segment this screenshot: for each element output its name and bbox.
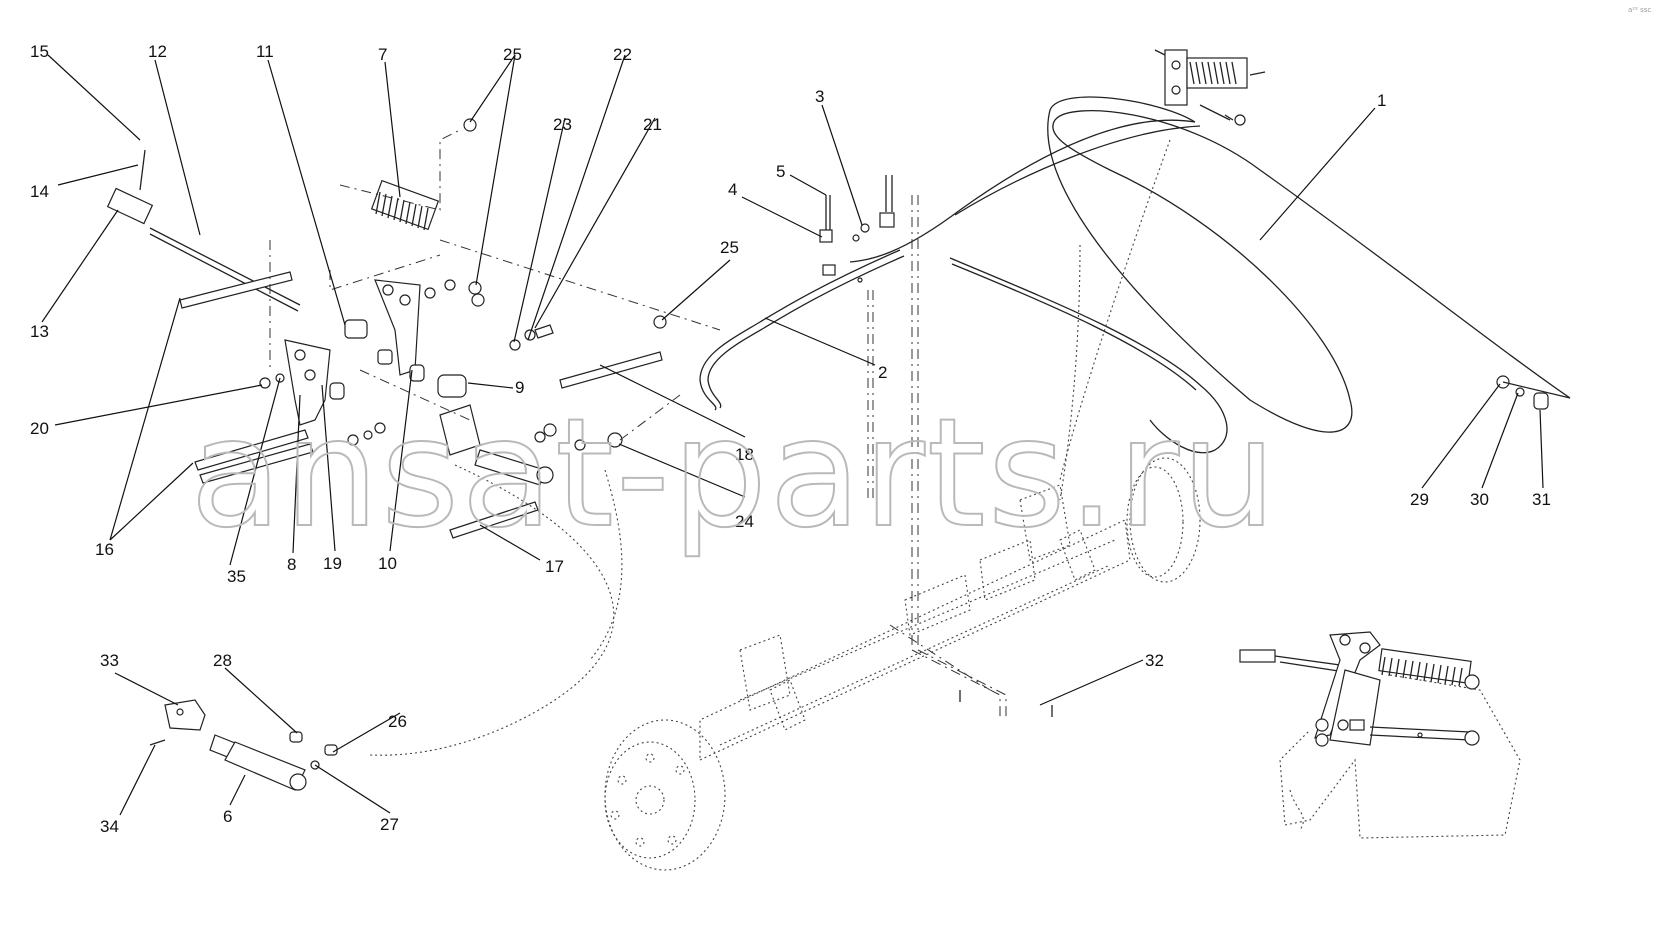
label-part-13: 13 [30,322,49,341]
label-part-8: 8 [287,555,296,574]
label-part-14: 14 [30,182,49,201]
label-part-32: 32 [1145,651,1164,670]
pipe-fittings [1496,375,1571,410]
label-part-19: 19 [323,554,342,573]
leader-lines [41,54,1544,816]
label-part-10: 10 [378,554,397,573]
label-part-26: 26 [388,712,407,731]
label-part-31: 31 [1532,490,1551,509]
label-part-5: 5 [776,162,785,181]
label-part-25-right: 25 [720,238,739,257]
actuator-assembly [1154,49,1266,126]
label-part-7: 7 [378,45,387,64]
label-part-9: 9 [515,378,524,397]
label-part-25-top: 25 [503,45,522,64]
label-part-20: 20 [30,419,49,438]
label-part-23: 23 [553,115,572,134]
label-part-30: 30 [1470,490,1489,509]
part-labels: 1 2 3 4 5 6 7 8 9 10 11 12 13 14 15 16 1… [30,42,1551,836]
label-part-4: 4 [728,180,737,199]
label-part-11: 11 [256,42,274,61]
inset-detail [1239,631,1521,839]
cable-2 [699,249,1228,454]
label-part-18: 18 [735,445,754,464]
watermark-text: ansat-parts.ru [190,387,1278,561]
label-part-6: 6 [223,807,232,826]
axle-assembly [604,457,1201,871]
label-part-24: 24 [735,512,754,531]
cylinder-assembly [149,699,338,791]
label-part-29: 29 [1410,490,1429,509]
label-part-27: 27 [380,815,399,834]
label-part-16: 16 [95,540,114,559]
lever-assembly [106,118,721,756]
label-part-15: 15 [30,42,49,61]
mounting-guides [867,139,1171,720]
label-part-35: 35 [227,567,246,586]
label-part-3: 3 [815,87,824,106]
label-part-34: 34 [100,817,119,836]
label-part-17: 17 [545,557,564,576]
label-part-22: 22 [613,45,632,64]
cable-1 [849,96,1571,433]
label-part-33: 33 [100,651,119,670]
clip-items [819,175,1053,717]
label-part-12: 12 [148,42,167,61]
label-part-1: 1 [1377,91,1386,110]
corner-mark: a²² ssc [1628,6,1651,14]
label-part-21: 21 [643,115,662,134]
label-part-2: 2 [878,363,887,382]
label-part-28: 28 [213,651,232,670]
